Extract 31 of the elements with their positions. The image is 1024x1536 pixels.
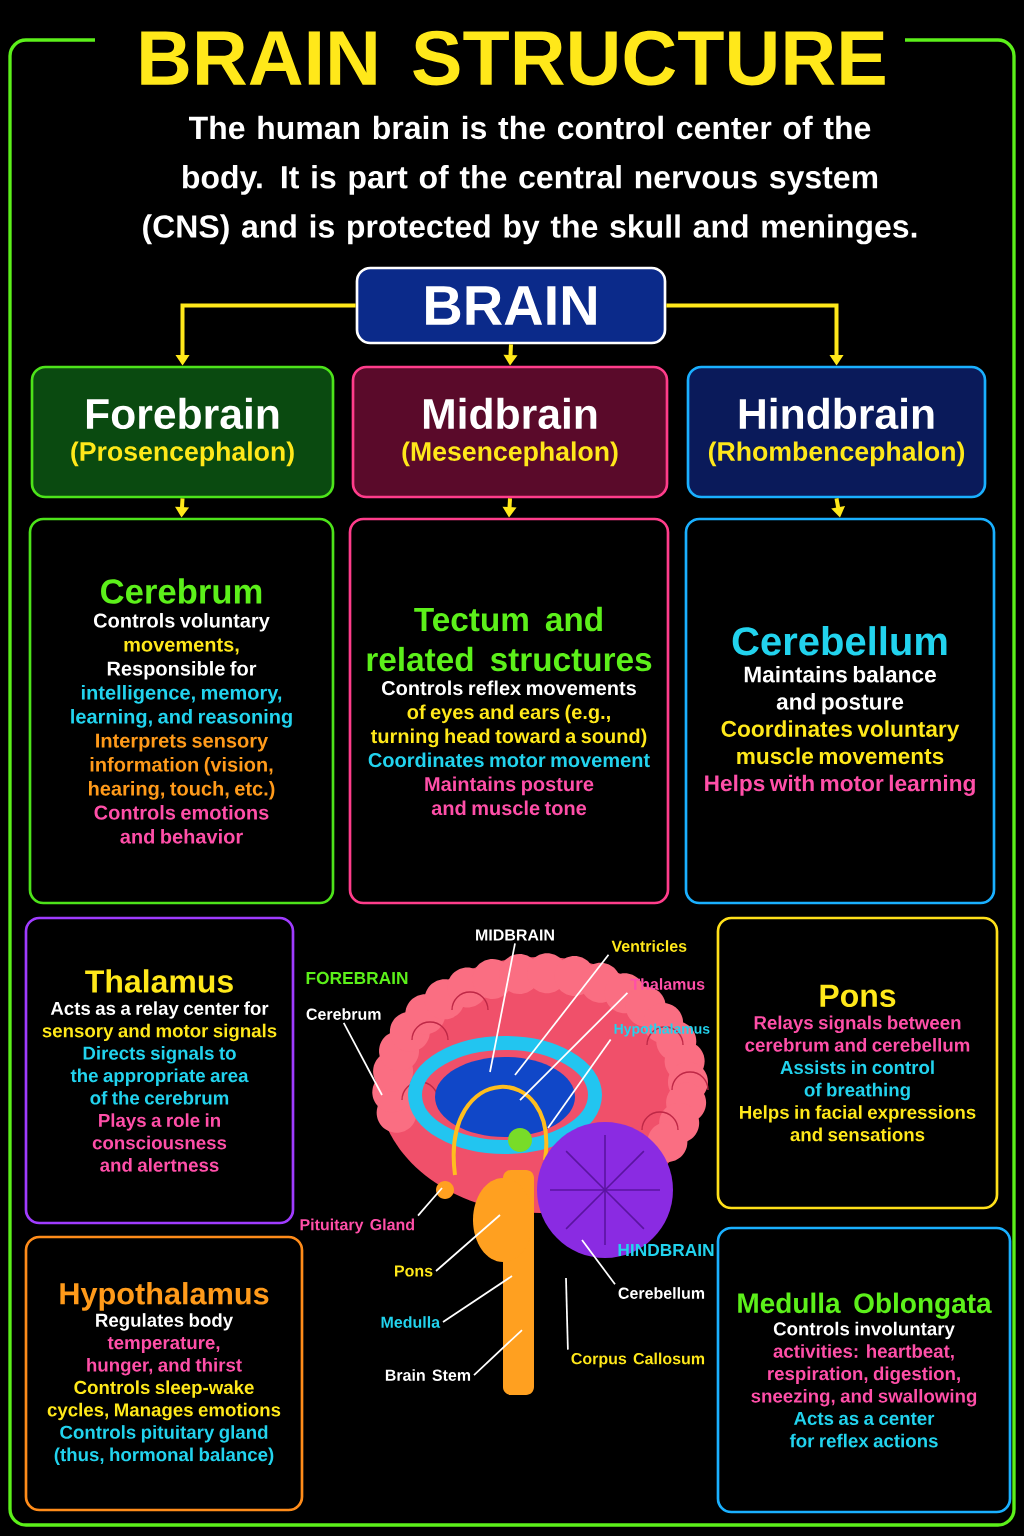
leader-line: [565, 1277, 569, 1351]
info-box: Pons Relays signals between cerebrum and cerebellum Assists in control of breathing Helps in facial expressions and sensations: [716, 916, 999, 1210]
category-box: Midbrain (Mesencephalon): [351, 365, 669, 499]
part-label: Brain Stem: [385, 1369, 471, 1381]
part-label: Corpus Callosum: [571, 1352, 705, 1368]
category-box: Forebrain (Prosencephalon): [30, 365, 335, 499]
info-box: Cerebellum Maintains balance and posture Coordinates voluntary muscle movements Helps with motor learning: [684, 517, 996, 905]
title: BRAIN STRUCTURE: [141, 30, 885, 86]
info-box: Thalamus Acts as a relay center for sensory and motor signals Directs signals to the appropriate area of the cerebrum Plays a role in consciousness and alertness: [24, 916, 295, 1225]
part-label: Cerebellum: [618, 1287, 705, 1299]
leader-line: [342, 1021, 383, 1096]
leader-line: [519, 991, 629, 1101]
leader-line: [547, 1038, 612, 1129]
root-box: BRAIN: [355, 266, 667, 345]
part-label: MIDBRAIN: [476, 929, 554, 941]
part-label: Medulla: [381, 1316, 441, 1328]
info-box: Tectum and related structures Controls reflex movements of eyes and ears (e.g., turning head toward a sound) Coordinates motor movement Maintains posture and muscle tone: [348, 517, 670, 905]
leader-line: [442, 1275, 513, 1323]
info-box: Medulla Oblongata Controls involuntary activities: heartbeat, respiration, digestion, sneezing, and swallowing Acts as a center for reflex actions: [716, 1226, 1012, 1514]
part-label: Pituitary Gland: [300, 1218, 414, 1234]
part-label: Pons: [395, 1265, 433, 1277]
part-label: Cerebrum: [306, 1008, 381, 1020]
part-label: Ventricles: [611, 940, 687, 952]
leader-line: [417, 1187, 443, 1217]
leader-line: [473, 1329, 523, 1376]
info-box: Hypothalamus Regulates body temperature, hunger, and thirst Controls sleep-wake cycles, Manages emotions Controls pituitary gland (thus, hormonal balance): [24, 1235, 304, 1512]
info-box: Cerebrum Controls voluntary movements, Responsible for intelligence, memory, learning, and reasoning Interprets sensory information (vision, hearing, touch, etc.) Controls emotions and behavior: [28, 517, 335, 905]
leader-line: [435, 1214, 501, 1272]
leader-line: [581, 1239, 616, 1286]
intro-text: The human brain is the control center of the body. It is part of the central nervous system (CNS) and is protected by the skull and meninges.: [143, 115, 917, 245]
category-box: Hindbrain (Rhombencephalon): [686, 365, 987, 499]
